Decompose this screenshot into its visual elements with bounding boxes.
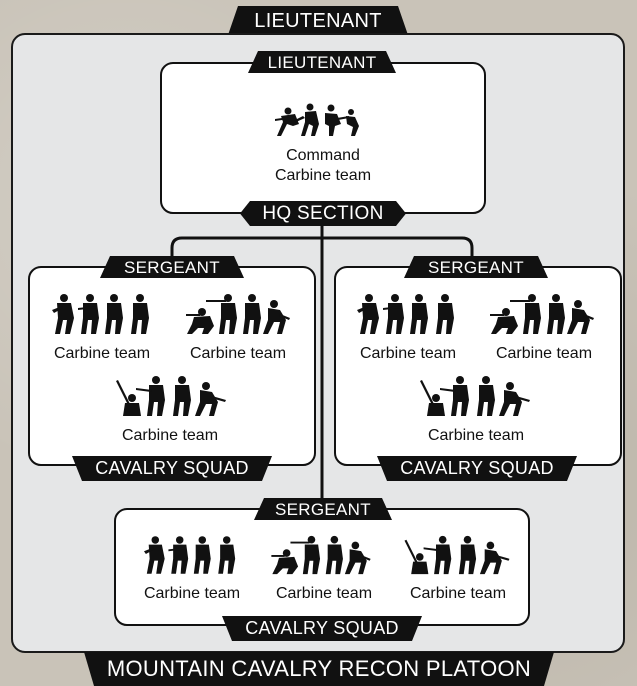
soldier-group-icon [490,294,594,334]
hq-leader-tab: LIEUTENANT [248,51,396,73]
hq-unit-label-line2: Carbine team [274,167,372,184]
team-label: Carbine team [121,427,219,444]
squad-name-tab-bottom: CAVALRY SQUAD [222,616,422,641]
squad-name-tab-left: CAVALRY SQUAD [72,456,272,481]
soldier-group-icon [404,535,510,575]
platoon-name-tab: MOUNTAIN CAVALRY RECON PLATOON [84,652,554,686]
team-label: Carbine team [409,585,507,602]
team-label: Carbine team [189,345,287,362]
squad-box-left [28,266,316,466]
connector-horizontal [170,236,474,262]
hq-box [160,62,486,214]
hq-soldiers-icon [275,103,359,136]
squad-leader-tab-left: SERGEANT [100,256,244,278]
team-label: Carbine team [143,585,241,602]
soldier-group-icon [144,536,236,574]
soldier-group-icon [357,294,454,334]
soldier-group-icon [186,294,290,334]
platoon-commander-tab: LIEUTENANT [228,6,408,35]
squad-name-tab-right: CAVALRY SQUAD [377,456,577,481]
hq-unit-label-line1: Command [286,147,360,164]
team-label: Carbine team [359,345,457,362]
team-label: Carbine team [275,585,373,602]
hq-section-tab: HQ SECTION [240,201,406,226]
squad-leader-tab-bottom: SERGEANT [254,498,392,520]
soldier-group-icon [271,535,371,575]
squad-leader-tab-right: SERGEANT [404,256,548,278]
soldier-group-icon [420,376,530,416]
team-label: Carbine team [53,345,151,362]
team-label: Carbine team [427,427,525,444]
team-label: Carbine team [495,345,593,362]
soldier-group-icon [116,376,226,416]
soldier-group-icon [52,294,149,334]
